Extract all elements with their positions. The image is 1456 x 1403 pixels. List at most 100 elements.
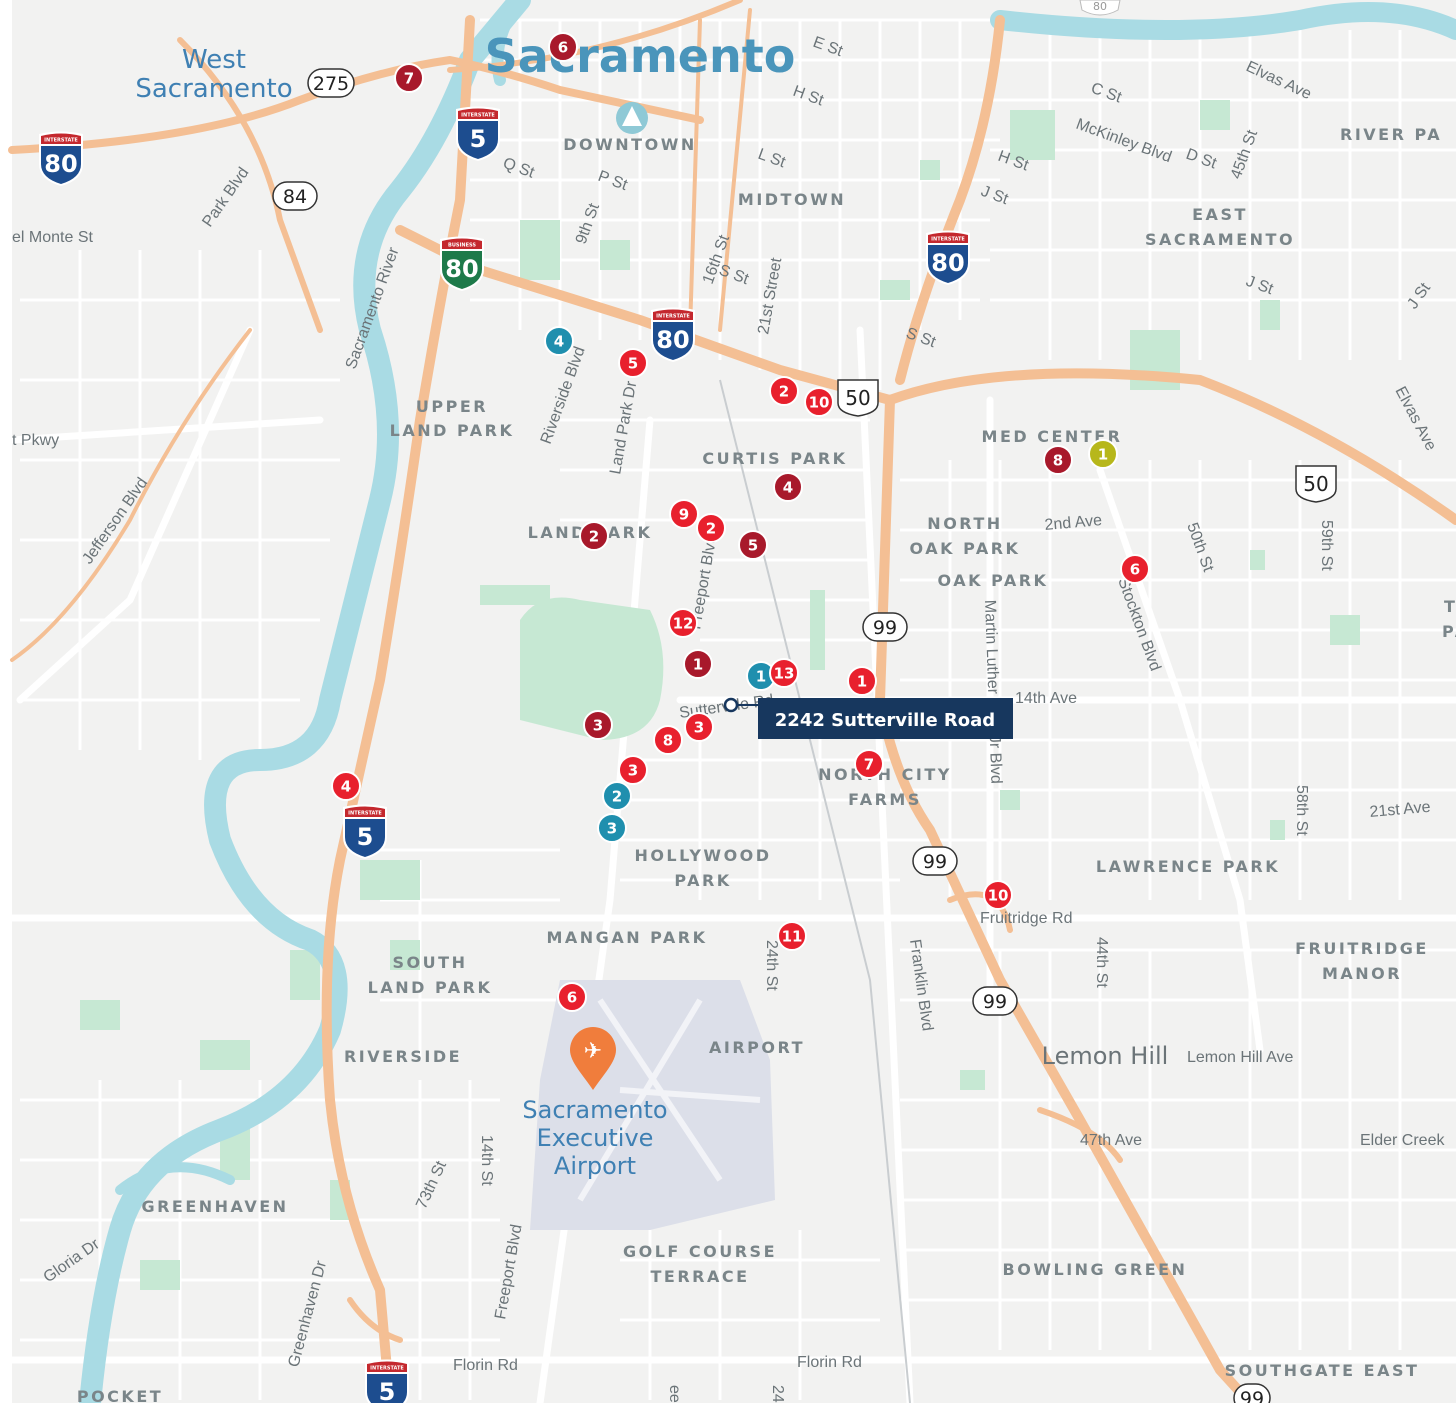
svg-text:50: 50 [845, 386, 870, 410]
location-marker[interactable]: 3 [597, 813, 627, 843]
marker-circle [579, 521, 609, 551]
marker-number: 1 [1098, 446, 1108, 464]
label-north-oak-park-2: OAK PARK [910, 539, 1021, 558]
label-tahoe-park-2: PA [1442, 622, 1456, 641]
street-14th-ave: 14th Ave [1015, 690, 1077, 707]
svg-text:INTERSTATE: INTERSTATE [370, 1366, 404, 1372]
airport-marker[interactable]: ✈ Sacramento Executive Airport [522, 1027, 668, 1180]
city-label-sacramento: Sacramento [485, 29, 796, 83]
street-24th-st: 24th St [763, 940, 780, 991]
marker-circle [683, 649, 713, 679]
location-marker[interactable]: 12 [668, 608, 698, 638]
location-marker[interactable]: 4 [773, 472, 803, 502]
marker-number: 1 [756, 668, 766, 686]
location-marker[interactable]: 2 [696, 513, 726, 543]
svg-text:80: 80 [931, 249, 964, 277]
location-marker[interactable]: 1 [847, 666, 877, 696]
location-marker[interactable]: 10 [804, 387, 834, 417]
state-route-shield: 99 [912, 846, 958, 876]
location-marker[interactable]: 8 [1043, 445, 1073, 475]
location-marker[interactable]: 3 [618, 755, 648, 785]
label-south-land-park-2: LAND PARK [368, 978, 493, 997]
label-lemon-hill: Lemon Hill [1042, 1042, 1169, 1070]
label-airport: AIRPORT [709, 1038, 805, 1057]
state-route-shield: 99 [862, 612, 908, 642]
marker-number: 9 [679, 506, 689, 524]
label-tahoe-park-1: T [1444, 597, 1456, 616]
marker-number: 10 [809, 394, 830, 412]
svg-text:275: 275 [313, 73, 349, 95]
location-marker[interactable]: 5 [618, 348, 648, 378]
street-fruitridge-rd: Fruitridge Rd [980, 910, 1072, 927]
street-21st-ave: 21st Ave [1369, 799, 1431, 821]
marker-circle [331, 771, 361, 801]
address-callout[interactable]: 2242 Sutterville Road [723, 697, 1013, 739]
neighborhood-labels: Sacramento West Sacramento DOWNTOWN MIDT… [77, 29, 1456, 1403]
location-marker[interactable]: 10 [983, 880, 1013, 910]
marker-number: 3 [607, 820, 617, 838]
location-marker[interactable]: 4 [331, 771, 361, 801]
svg-text:5: 5 [357, 823, 374, 851]
label-greenhaven: GREENHAVEN [141, 1197, 288, 1216]
location-marker[interactable]: 6 [557, 982, 587, 1012]
label-pocket: POCKET [77, 1387, 163, 1403]
label-hollywood-park-2: PARK [674, 871, 731, 890]
svg-text:84: 84 [283, 186, 307, 208]
svg-text:50: 50 [1303, 472, 1328, 496]
location-marker[interactable]: 3 [583, 710, 613, 740]
marker-number: 7 [864, 756, 874, 774]
marker-circle [653, 725, 683, 755]
marker-number: 6 [558, 39, 568, 57]
location-marker[interactable]: 2 [579, 521, 609, 551]
partial-top-shield: 80 [1079, 0, 1121, 16]
svg-text:INTERSTATE: INTERSTATE [931, 237, 965, 243]
label-upper-land-park-2: LAND PARK [390, 421, 515, 440]
location-marker[interactable]: 1 [683, 649, 713, 679]
marker-circle [769, 376, 799, 406]
location-marker[interactable]: 6 [1120, 554, 1150, 584]
label-fruitridge-manor-1: FRUITRIDGE [1295, 939, 1429, 958]
label-lawrence-park: LAWRENCE PARK [1096, 857, 1280, 876]
marker-number: 5 [748, 537, 758, 555]
label-riverside: RIVERSIDE [344, 1047, 462, 1066]
marker-circle [557, 982, 587, 1012]
marker-circle [777, 921, 807, 951]
label-upper-land-park-1: UPPER [416, 397, 488, 416]
marker-circle [602, 781, 632, 811]
label-south-land-park-1: SOUTH [393, 953, 468, 972]
us-route-shield: 50 [1295, 465, 1337, 503]
marker-circle [1088, 439, 1118, 469]
location-marker[interactable]: 5 [738, 530, 768, 560]
location-marker[interactable]: 9 [669, 499, 699, 529]
location-marker[interactable]: 7 [394, 63, 424, 93]
label-fruitridge-manor-2: MANOR [1322, 964, 1402, 983]
marker-circle [618, 755, 648, 785]
state-route-shield: 99 [972, 986, 1018, 1016]
location-marker[interactable]: 1 [1088, 439, 1118, 469]
callout-anchor-dot [723, 697, 739, 713]
railway-line [719, 379, 911, 1403]
marker-number: 3 [694, 719, 704, 737]
label-mangan-park: MANGAN PARK [546, 928, 707, 947]
location-marker[interactable]: 13 [769, 658, 799, 688]
location-marker[interactable]: 4 [544, 326, 574, 356]
label-east-2: SACRAMENTO [1145, 230, 1295, 249]
location-marker[interactable]: 6 [548, 32, 578, 62]
street-59th-st: 59th St [1318, 520, 1335, 571]
marker-number: 1 [693, 656, 703, 674]
location-marker[interactable]: 7 [854, 749, 884, 779]
street-elder-creek: Elder Creek [1360, 1132, 1445, 1149]
marker-number: 7 [404, 70, 414, 88]
marker-number: 8 [663, 732, 673, 750]
location-marker[interactable]: 2 [602, 781, 632, 811]
location-marker[interactable]: 2 [769, 376, 799, 406]
label-west: West [182, 45, 246, 75]
marker-number: 6 [567, 989, 577, 1007]
location-marker[interactable]: 8 [653, 725, 683, 755]
location-marker[interactable]: 3 [684, 712, 714, 742]
marker-number: 1 [857, 673, 867, 691]
marker-circle [668, 608, 698, 638]
location-marker[interactable]: 11 [777, 921, 807, 951]
